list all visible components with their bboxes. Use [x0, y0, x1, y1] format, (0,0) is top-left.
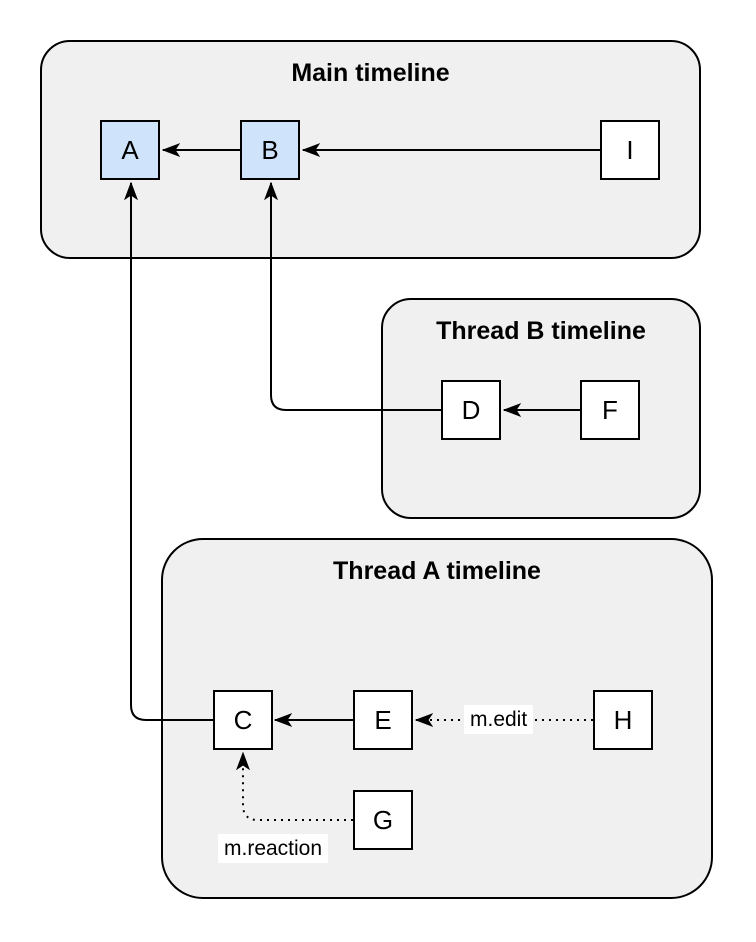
node-event-a: A: [100, 120, 160, 180]
thread-b-timeline-title: Thread B timeline: [436, 317, 646, 345]
thread-a-timeline-title: Thread A timeline: [333, 557, 541, 585]
node-event-f: F: [580, 380, 640, 440]
node-g-label: G: [372, 804, 394, 835]
main-timeline-title: Main timeline: [291, 59, 450, 87]
node-c-label: C: [233, 704, 253, 735]
container-thread-b-timeline: Thread B timeline: [381, 298, 701, 519]
node-event-c: C: [213, 690, 273, 750]
node-d-label: D: [461, 394, 481, 425]
node-event-b: B: [240, 120, 300, 180]
node-a-label: A: [121, 134, 139, 165]
node-event-d: D: [441, 380, 501, 440]
node-h-label: H: [613, 704, 633, 735]
node-b-label: B: [261, 134, 279, 165]
node-event-g: G: [353, 790, 413, 850]
node-f-label: F: [602, 394, 618, 425]
edge-label-m-reaction: m.reaction: [218, 834, 329, 863]
node-event-i: I: [600, 120, 660, 180]
node-e-label: E: [374, 704, 392, 735]
edge-label-m-edit: m.edit: [464, 705, 534, 734]
node-event-e: E: [353, 690, 413, 750]
node-event-h: H: [593, 690, 653, 750]
node-i-label: I: [626, 134, 634, 165]
